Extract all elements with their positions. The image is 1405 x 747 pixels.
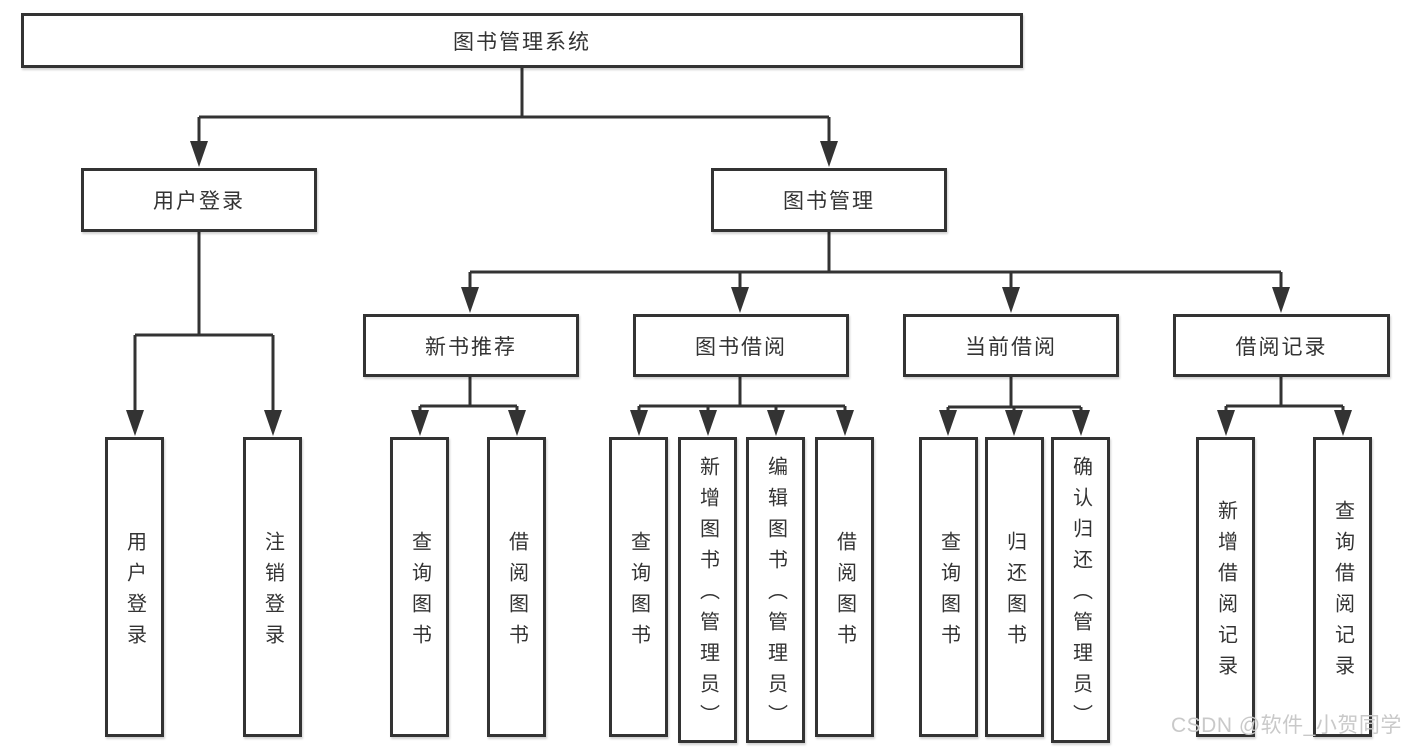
- node-current-borrowing: 当前借阅: [903, 314, 1119, 377]
- csdn-watermark: CSDN @软件_小贺同学: [1171, 714, 1402, 737]
- node-query-books-3: 查询图书: [919, 437, 978, 737]
- node-label: 用户登录: [153, 190, 245, 213]
- node-borrowing-records: 借阅记录: [1173, 314, 1390, 377]
- node-library-system: 图书管理系统: [21, 13, 1023, 68]
- node-label: 借阅记录: [1235, 335, 1328, 359]
- node-label: 注销登录: [261, 530, 284, 655]
- node-label: 查询图书: [408, 530, 431, 655]
- node-book-management: 图书管理: [711, 168, 947, 232]
- node-label: 图书管理系统: [453, 30, 591, 54]
- node-label: 查询图书: [627, 530, 650, 655]
- node-borrow-books-1: 借阅图书: [487, 437, 546, 737]
- node-new-book-recommend: 新书推荐: [363, 314, 579, 377]
- node-user-login-leaf: 用户登录: [105, 437, 164, 737]
- node-add-book-admin: 新增图书（管理员）: [678, 437, 737, 743]
- node-label: 用户登录: [123, 530, 146, 655]
- node-label: 借阅图书: [833, 530, 856, 655]
- node-book-borrowing: 图书借阅: [633, 314, 849, 377]
- node-user-login-branch: 用户登录: [81, 168, 317, 232]
- node-edit-book-admin: 编辑图书（管理员）: [746, 437, 805, 743]
- node-label: 新书推荐: [425, 335, 517, 359]
- node-label: 归还图书: [1003, 530, 1026, 655]
- node-query-books-1: 查询图书: [390, 437, 449, 737]
- arrowheads: [126, 141, 1352, 436]
- node-label: 确认归还（管理员）: [1069, 456, 1092, 735]
- node-add-borrow-record: 新增借阅记录: [1196, 437, 1255, 737]
- node-borrow-books-2: 借阅图书: [815, 437, 874, 737]
- node-label: 当前借阅: [965, 335, 1057, 359]
- node-label: 借阅图书: [505, 530, 528, 655]
- node-confirm-return-admin: 确认归还（管理员）: [1051, 437, 1110, 743]
- node-label: 查询图书: [937, 530, 960, 655]
- node-label: 图书管理: [783, 190, 875, 213]
- node-logout: 注销登录: [243, 437, 302, 737]
- node-label: 图书借阅: [695, 335, 787, 359]
- node-label: 编辑图书（管理员）: [764, 456, 787, 735]
- node-return-book: 归还图书: [985, 437, 1044, 737]
- node-label: 新增借阅记录: [1214, 499, 1237, 686]
- node-query-borrow-record: 查询借阅记录: [1313, 437, 1372, 737]
- node-query-books-2: 查询图书: [609, 437, 668, 737]
- node-label: 查询借阅记录: [1331, 499, 1354, 686]
- node-label: 新增图书（管理员）: [696, 456, 719, 735]
